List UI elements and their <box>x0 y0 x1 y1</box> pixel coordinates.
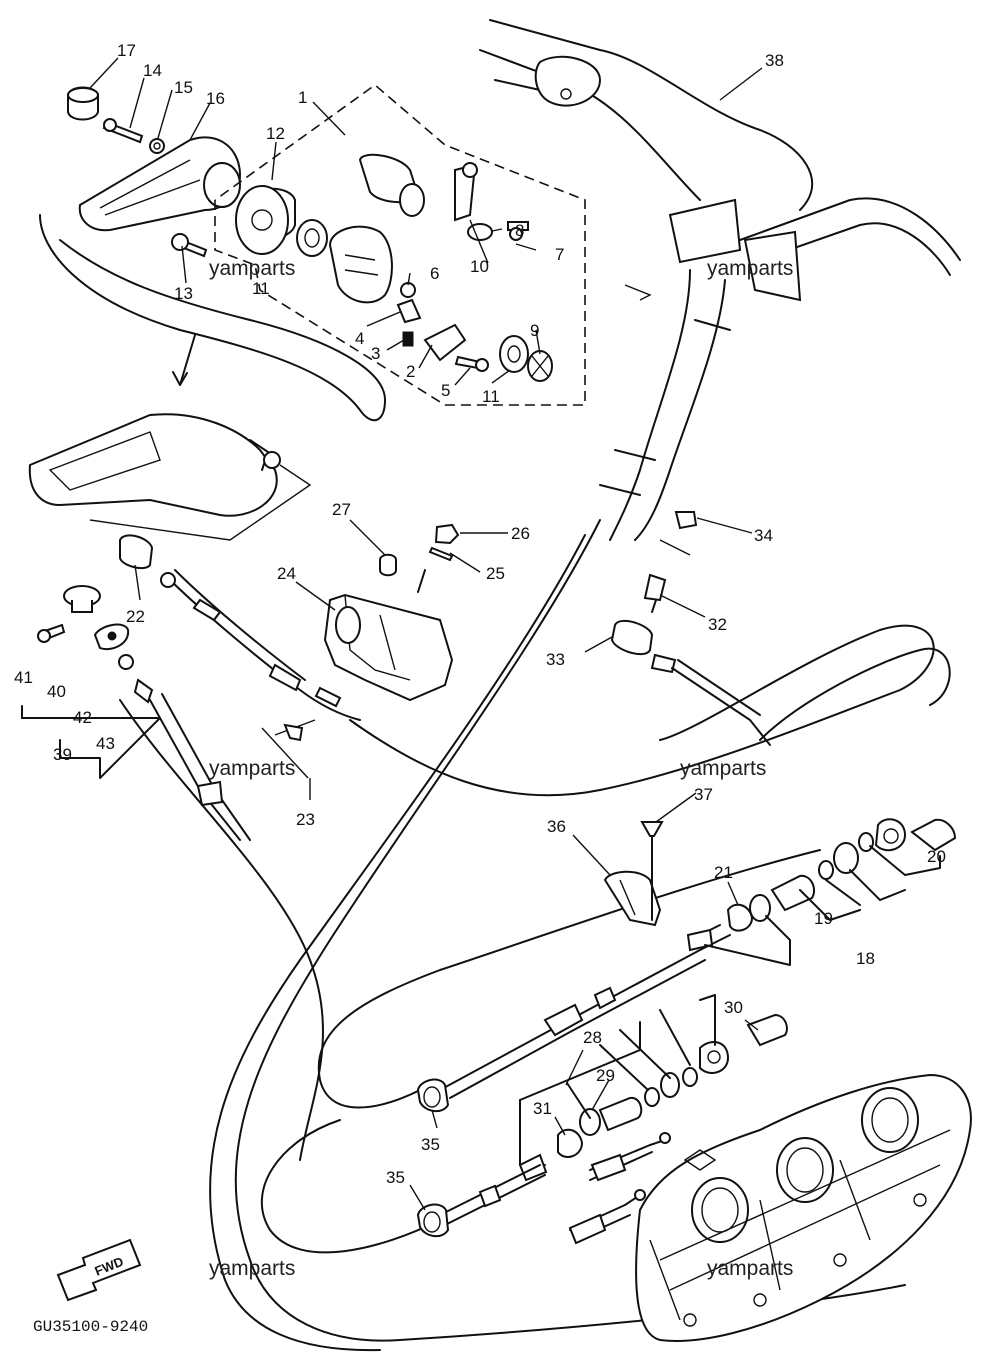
watermark: yamparts <box>209 757 295 780</box>
part-label: 20 <box>927 847 946 866</box>
watermark: yamparts <box>707 257 793 280</box>
part-label: 8 <box>515 221 524 240</box>
cable-outlines <box>119 519 951 1352</box>
part-label: 16 <box>206 89 225 108</box>
part-label: 27 <box>332 500 351 519</box>
part-label: 36 <box>547 817 566 836</box>
part-label: 25 <box>486 564 505 583</box>
watermarks: yamparts yamparts yamparts yamparts yamp… <box>209 257 793 1280</box>
part-label: 33 <box>546 650 565 669</box>
cable-bracket <box>323 523 460 702</box>
carburetor-bank <box>635 1073 972 1342</box>
throttle-cable <box>119 534 361 779</box>
part-label: 11 <box>252 279 270 298</box>
part-label: 43 <box>96 734 115 753</box>
part-label: 40 <box>47 682 66 701</box>
part-label: 4 <box>355 329 364 348</box>
watermark: yamparts <box>680 757 766 780</box>
throttle-lever-assembly <box>39 83 586 422</box>
part-label: 10 <box>470 257 489 276</box>
part-label: 19 <box>814 909 833 928</box>
part-label: 34 <box>754 526 773 545</box>
part-label: 30 <box>724 998 743 1017</box>
choke-cable <box>133 678 251 841</box>
mounting-parts-39-43 <box>21 585 161 779</box>
drawing-code: GU35100-9240 <box>33 1318 148 1336</box>
part-label: 32 <box>708 615 727 634</box>
part-label: 7 <box>555 245 564 264</box>
part-label: 24 <box>277 564 296 583</box>
watermark: yamparts <box>707 1257 793 1280</box>
part-label: 5 <box>441 381 450 400</box>
part-label: 1 <box>298 88 307 107</box>
part-label: 35 <box>386 1168 405 1187</box>
part-label: 9 <box>530 321 539 340</box>
part-label: 11 <box>482 387 500 406</box>
part-label: 42 <box>73 708 92 727</box>
watermark: yamparts <box>209 1257 295 1280</box>
part-label: 29 <box>596 1066 615 1085</box>
lower-throttle-cables <box>416 949 788 1245</box>
part-label: 15 <box>174 78 193 97</box>
carburetor-linkage-parts <box>603 818 957 966</box>
part-label: 22 <box>126 607 145 626</box>
part-label: 28 <box>583 1028 602 1047</box>
part-label: 14 <box>143 61 162 80</box>
lever-housing <box>28 413 312 541</box>
part-label: 2 <box>406 362 415 381</box>
part-label: 3 <box>371 344 380 363</box>
part-label: 12 <box>266 124 285 143</box>
part-label: 38 <box>765 51 784 70</box>
part-label: 31 <box>533 1099 552 1118</box>
part-label: 6 <box>430 264 439 283</box>
part-label: 18 <box>856 949 875 968</box>
handlebar-assembly <box>479 19 961 541</box>
part-label: 23 <box>296 810 315 829</box>
cable-end-fittings-32-34 <box>610 511 771 746</box>
watermark: yamparts <box>209 257 295 280</box>
leader-lines <box>89 57 763 1211</box>
part-label: 39 <box>53 745 72 764</box>
part-label: 21 <box>714 863 733 882</box>
part-label: 37 <box>694 785 713 804</box>
forward-arrow: FWD <box>56 1238 142 1302</box>
part-labels: 1 2 3 4 5 6 7 8 9 10 11 11 12 13 14 15 1… <box>14 41 946 1187</box>
part-label: 35 <box>421 1135 440 1154</box>
part-label: 26 <box>511 524 530 543</box>
part-label: 17 <box>117 41 136 60</box>
part-label: 41 <box>14 668 33 687</box>
part-label: 13 <box>174 284 193 303</box>
